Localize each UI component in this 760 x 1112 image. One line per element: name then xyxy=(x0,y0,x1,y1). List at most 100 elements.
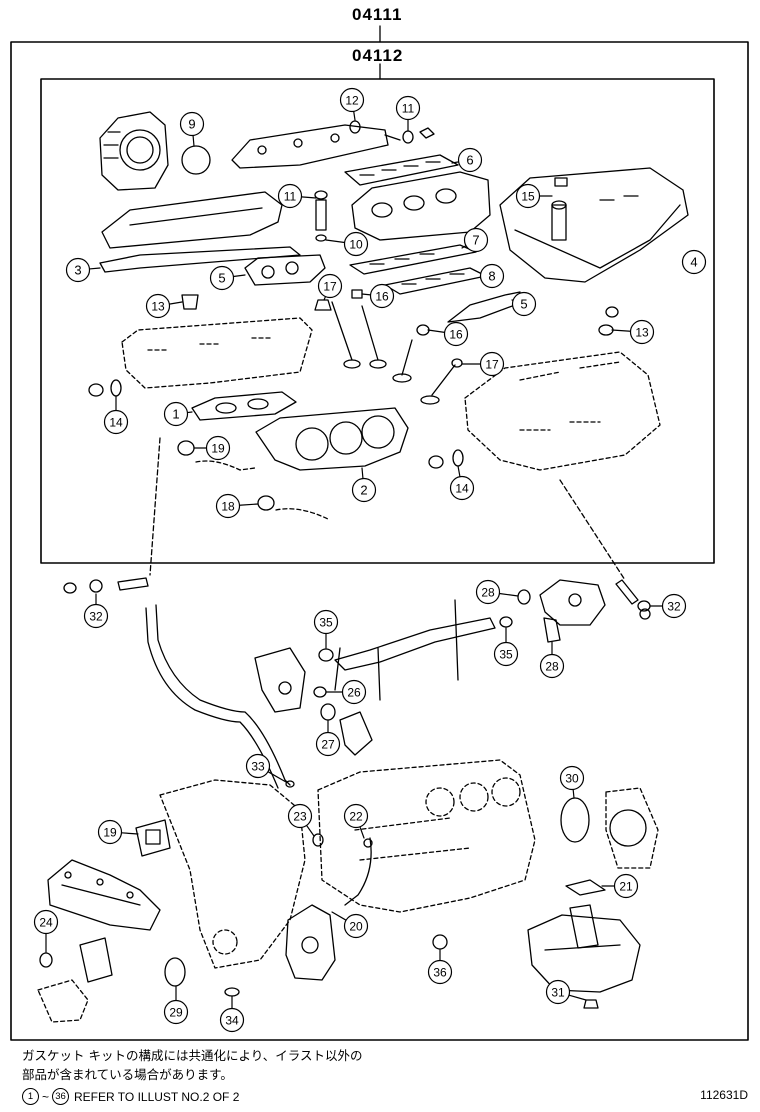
callout-leader xyxy=(168,301,183,305)
callout-number: 35 xyxy=(499,648,513,662)
water-bypass-pipe xyxy=(334,599,496,701)
callout-c35a: 35 xyxy=(313,609,339,649)
intake-gasket-upper xyxy=(349,244,477,275)
callout-c3: 3 xyxy=(65,257,101,283)
ref-text: REFER TO ILLUST NO.2 OF 2 xyxy=(74,1089,240,1104)
callout-c33: 33 xyxy=(245,753,287,783)
callout-number: 2 xyxy=(360,483,367,498)
callout-c31: 31 xyxy=(545,979,587,1005)
spark-plug-seal-right-a xyxy=(605,306,619,318)
callout-number: 29 xyxy=(169,1006,183,1020)
callout-circle xyxy=(219,1007,245,1033)
o-ring-23 xyxy=(312,833,324,847)
o-ring-27 xyxy=(320,703,336,721)
dipstick-guide-inner xyxy=(145,607,279,789)
callout-leader xyxy=(192,134,195,147)
callout-c18: 18 xyxy=(215,493,259,519)
callout-circle xyxy=(515,183,541,209)
callout-circle xyxy=(493,641,519,667)
callout-leader xyxy=(120,832,139,835)
callout-circle xyxy=(163,999,189,1025)
callout-circle xyxy=(103,409,129,435)
callout-leader xyxy=(238,503,259,506)
callout-c29: 29 xyxy=(163,985,189,1025)
exhaust-ring-18 xyxy=(257,495,275,511)
callout-leader xyxy=(232,274,246,278)
injector xyxy=(314,190,328,242)
callout-number: 15 xyxy=(521,190,535,204)
callout-circle xyxy=(457,147,483,173)
dashed-connector-right xyxy=(559,479,626,581)
callout-leader xyxy=(359,826,365,839)
intake-plenum-gasket xyxy=(344,154,459,186)
timing-chain-cover xyxy=(159,779,306,969)
drain-plug-31 xyxy=(583,999,599,1009)
callout-number: 28 xyxy=(545,660,559,674)
callout-c10: 10 xyxy=(325,231,369,257)
callout-circle xyxy=(463,227,489,253)
callout-number: 3 xyxy=(74,263,81,278)
cylinder-head-left xyxy=(121,317,313,389)
callout-leader xyxy=(451,161,460,164)
callout-number: 13 xyxy=(635,326,649,340)
callout-circle xyxy=(179,111,205,137)
callout-circle xyxy=(475,579,501,605)
callout-circle xyxy=(277,183,303,209)
callout-number: 23 xyxy=(293,810,307,824)
spark-plug-seal-left xyxy=(181,294,199,310)
callout-number: 19 xyxy=(103,826,117,840)
callout-number: 34 xyxy=(225,1014,239,1028)
gasket-28b xyxy=(543,617,561,643)
water-pump-cover xyxy=(47,859,161,931)
head-gasket-right xyxy=(255,407,409,471)
bolt-and-plug-left xyxy=(63,577,149,594)
callout-circle xyxy=(369,283,395,309)
rear-oil-seal-30 xyxy=(560,797,590,843)
note-line-1: ガスケット キットの構成には共通化により、イラスト以外の xyxy=(22,1048,363,1063)
cylinder-block xyxy=(317,759,536,913)
engine-cover xyxy=(101,191,283,249)
callout-number: 21 xyxy=(619,880,633,894)
callout-number: 1 xyxy=(172,407,179,422)
bolt-and-plug-right xyxy=(615,579,651,620)
callout-c5b: 5 xyxy=(511,291,537,317)
oil-pump xyxy=(285,904,336,981)
valve-seal-17b xyxy=(451,358,463,368)
ref-tilde: ~ xyxy=(42,1089,50,1104)
exhaust-gasket-right xyxy=(447,291,521,323)
oil-filler-cap xyxy=(554,177,568,187)
callout-circle xyxy=(479,263,505,289)
callout-circle xyxy=(205,435,231,461)
callout-leader xyxy=(267,771,287,783)
callout-c14a: 14 xyxy=(103,395,129,435)
ref-end-circle: 36 xyxy=(52,1088,70,1105)
o-ring-35a xyxy=(318,648,334,662)
oil-strainer-gasket-21 xyxy=(565,879,606,896)
callout-number: 22 xyxy=(349,810,363,824)
callout-leader xyxy=(323,295,327,301)
o-ring-35b xyxy=(499,616,513,628)
callout-circle xyxy=(351,477,377,503)
callout-c6: 6 xyxy=(451,147,483,173)
seal-22 xyxy=(363,838,373,848)
subassembly-number: 04112 xyxy=(352,46,404,65)
note-line-2: 部品が含まれている場合があります。 xyxy=(22,1067,233,1082)
callout-circle xyxy=(427,959,453,985)
o-ring-26 xyxy=(313,686,327,698)
callout-circle xyxy=(613,873,639,899)
callout-circle xyxy=(215,493,241,519)
callout-circle xyxy=(443,321,469,347)
callout-c28b: 28 xyxy=(539,641,565,679)
callout-circle xyxy=(545,979,571,1005)
callout-number: 33 xyxy=(251,760,265,774)
callout-leader xyxy=(305,824,315,837)
callout-circle xyxy=(315,731,341,757)
callout-number: 10 xyxy=(349,238,363,252)
callout-c13b: 13 xyxy=(611,319,655,345)
assembly-number: 04111 xyxy=(352,5,403,24)
callout-number: 31 xyxy=(551,986,565,1000)
o-ring-33 xyxy=(285,780,295,788)
valve-stem-seal-left xyxy=(314,299,332,311)
callout-number: 4 xyxy=(690,255,697,270)
callout-circle xyxy=(97,819,123,845)
